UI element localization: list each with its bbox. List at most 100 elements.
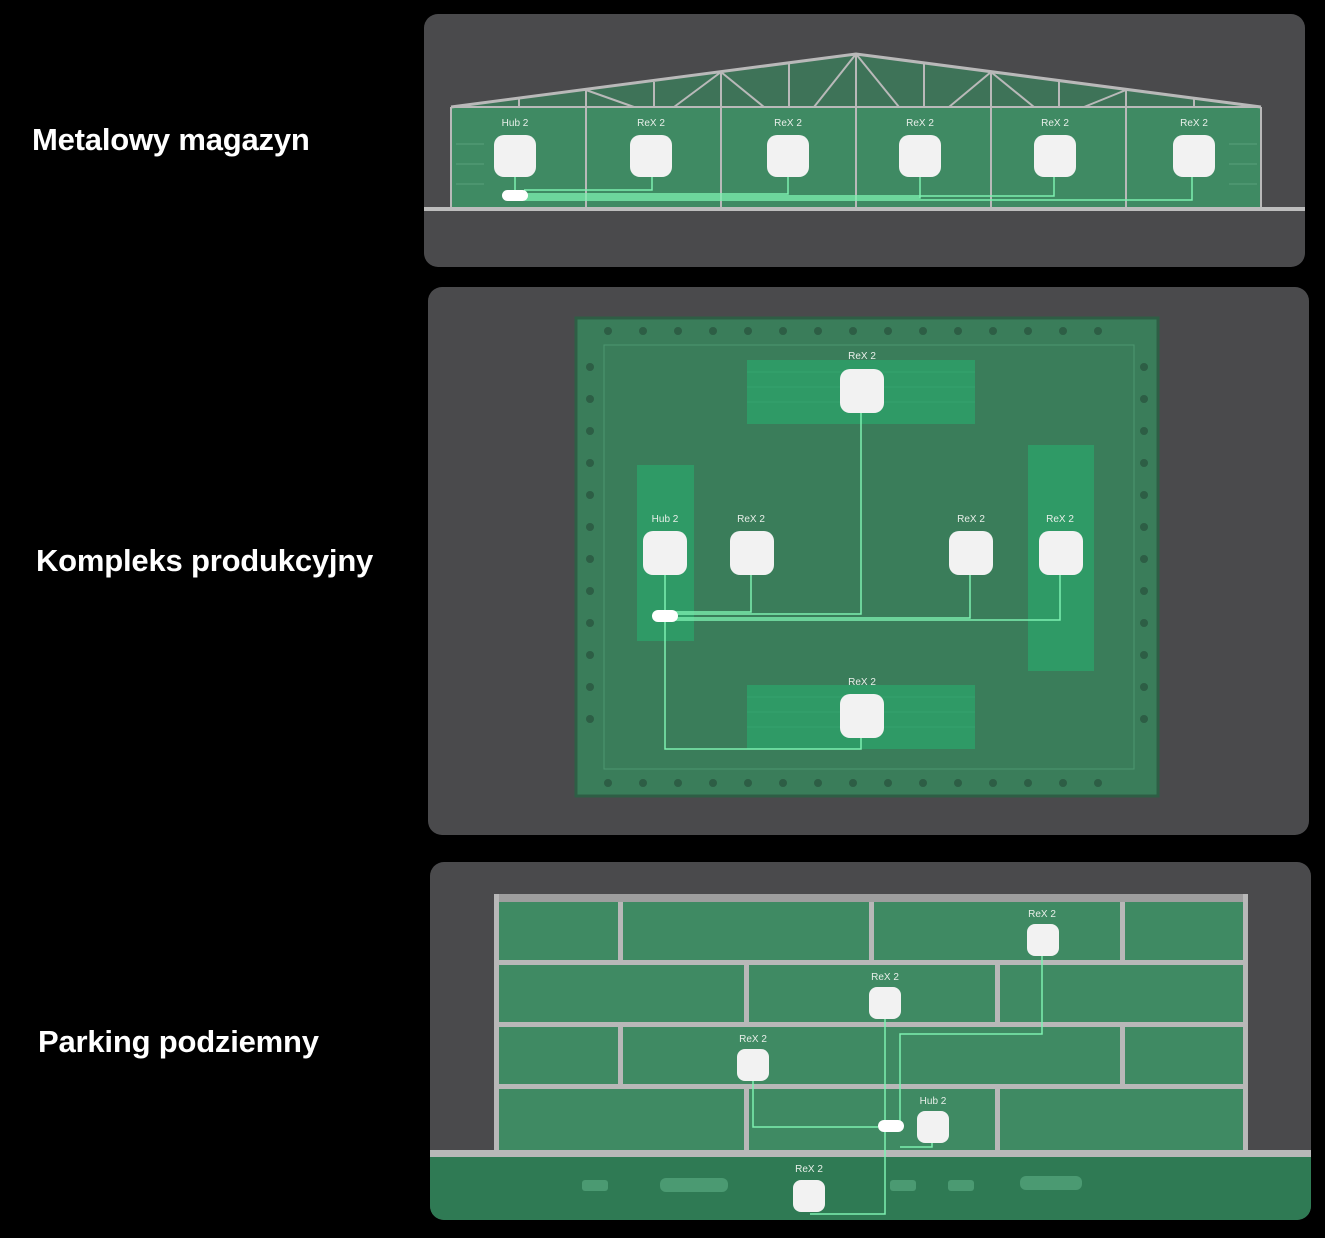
fence-post xyxy=(919,327,927,335)
complex-device-rex-east: ReX 2 xyxy=(1039,514,1083,575)
fence-post xyxy=(709,327,717,335)
parking-svg: ReX 2 ReX 2 ReX 2 Hub 2 ReX 2 xyxy=(430,894,1311,1220)
parking-device-rex-level3: ReX 2 xyxy=(737,1034,769,1081)
title-production-complex: Kompleks produkcyjny xyxy=(36,543,374,578)
fence-post xyxy=(1059,779,1067,787)
fence-post xyxy=(1140,491,1148,499)
complex-device-rex-west: ReX 2 xyxy=(730,514,774,575)
svg-text:ReX 2: ReX 2 xyxy=(1041,118,1069,129)
fence-post xyxy=(586,395,594,403)
fence-post xyxy=(709,779,717,787)
svg-text:ReX 2: ReX 2 xyxy=(906,118,934,129)
fence-post xyxy=(954,779,962,787)
hub-ethernet-connector xyxy=(502,190,528,201)
fence-post xyxy=(586,715,594,723)
fence-post xyxy=(1140,683,1148,691)
fence-post xyxy=(586,555,594,563)
warehouse-device-rex-5: ReX 2 xyxy=(1173,118,1215,177)
svg-text:ReX 2: ReX 2 xyxy=(957,514,985,525)
fence-post xyxy=(1140,651,1148,659)
parking-ground-line xyxy=(430,1150,1311,1157)
fence-post xyxy=(586,651,594,659)
fence-post xyxy=(814,327,822,335)
fence-post xyxy=(674,779,682,787)
fence-post xyxy=(1140,555,1148,563)
parking-roof xyxy=(494,894,1248,902)
complex-device-hub: Hub 2 xyxy=(643,514,687,575)
fence-post xyxy=(779,327,787,335)
fence-post xyxy=(639,327,647,335)
fence-post xyxy=(1024,327,1032,335)
fence-post xyxy=(1140,427,1148,435)
fence-post xyxy=(814,779,822,787)
fence-post xyxy=(586,459,594,467)
svg-text:ReX 2: ReX 2 xyxy=(848,677,876,688)
parking-slabs xyxy=(494,960,1248,1089)
warehouse-floor xyxy=(424,207,1305,211)
complex-device-rex-south: ReX 2 xyxy=(840,677,884,738)
warehouse-truss xyxy=(450,53,1262,207)
complex-device-rex-north: ReX 2 xyxy=(840,351,884,413)
parking-dividers xyxy=(618,902,1125,1150)
fence-post xyxy=(639,779,647,787)
svg-text:ReX 2: ReX 2 xyxy=(795,1164,823,1175)
warehouse-device-hub: Hub 2 xyxy=(494,118,536,177)
metal-warehouse-diagram: Hub 2 ReX 2 ReX 2 ReX 2 ReX 2 ReX 2 xyxy=(424,14,1305,267)
warehouse-device-rex-1: ReX 2 xyxy=(630,118,672,177)
svg-text:ReX 2: ReX 2 xyxy=(848,351,876,362)
fence-post xyxy=(1094,779,1102,787)
complex-fence-posts xyxy=(586,327,1148,787)
svg-text:ReX 2: ReX 2 xyxy=(637,118,665,129)
svg-text:ReX 2: ReX 2 xyxy=(1180,118,1208,129)
fence-post xyxy=(919,779,927,787)
fence-post xyxy=(1140,587,1148,595)
title-underground-parking: Parking podziemny xyxy=(38,1024,319,1059)
complex-links xyxy=(664,410,1061,750)
fence-post xyxy=(1140,619,1148,627)
fence-post xyxy=(989,327,997,335)
fence-post xyxy=(884,327,892,335)
complex-inner-road xyxy=(603,344,1135,770)
warehouse-links xyxy=(514,174,1193,201)
svg-text:Hub 2: Hub 2 xyxy=(652,514,679,525)
fence-post xyxy=(1094,327,1102,335)
warehouse-device-rex-2: ReX 2 xyxy=(767,118,809,177)
warehouse-svg: Hub 2 ReX 2 ReX 2 ReX 2 ReX 2 ReX 2 xyxy=(424,52,1305,211)
fence-post xyxy=(1140,395,1148,403)
parking-device-hub: Hub 2 xyxy=(917,1096,949,1143)
parking-links xyxy=(752,956,1043,1215)
production-complex-diagram: ReX 2 Hub 2 ReX 2 ReX 2 ReX 2 ReX 2 xyxy=(428,287,1309,835)
fence-post xyxy=(954,327,962,335)
fence-post xyxy=(1140,523,1148,531)
parking-hub-connector xyxy=(878,1120,904,1132)
fence-post xyxy=(849,779,857,787)
underground-parking-diagram: ReX 2 ReX 2 ReX 2 Hub 2 ReX 2 xyxy=(430,862,1311,1220)
fence-post xyxy=(586,523,594,531)
svg-text:ReX 2: ReX 2 xyxy=(1046,514,1074,525)
parking-device-rex-street: ReX 2 xyxy=(793,1164,825,1212)
parking-device-rex-level2: ReX 2 xyxy=(869,972,901,1019)
svg-text:ReX 2: ReX 2 xyxy=(739,1034,767,1045)
fence-post xyxy=(586,491,594,499)
svg-text:ReX 2: ReX 2 xyxy=(871,972,899,983)
complex-svg: ReX 2 Hub 2 ReX 2 ReX 2 ReX 2 ReX 2 xyxy=(574,316,1160,798)
fence-post xyxy=(604,779,612,787)
fence-post xyxy=(586,427,594,435)
svg-text:ReX 2: ReX 2 xyxy=(1028,909,1056,920)
parking-device-rex-level1: ReX 2 xyxy=(1027,909,1059,956)
fence-post xyxy=(989,779,997,787)
parking-street-zone xyxy=(430,1157,1311,1220)
fence-post xyxy=(604,327,612,335)
fence-post xyxy=(586,587,594,595)
fence-post xyxy=(884,779,892,787)
warehouse-device-rex-3: ReX 2 xyxy=(899,118,941,177)
fence-post xyxy=(1024,779,1032,787)
complex-device-rex-center-east: ReX 2 xyxy=(949,514,993,575)
fence-post xyxy=(586,683,594,691)
fence-post xyxy=(586,619,594,627)
svg-text:ReX 2: ReX 2 xyxy=(737,514,765,525)
fence-post xyxy=(779,779,787,787)
warehouse-shelves xyxy=(456,143,1257,185)
svg-text:Hub 2: Hub 2 xyxy=(920,1096,947,1107)
svg-text:Hub 2: Hub 2 xyxy=(502,118,529,129)
